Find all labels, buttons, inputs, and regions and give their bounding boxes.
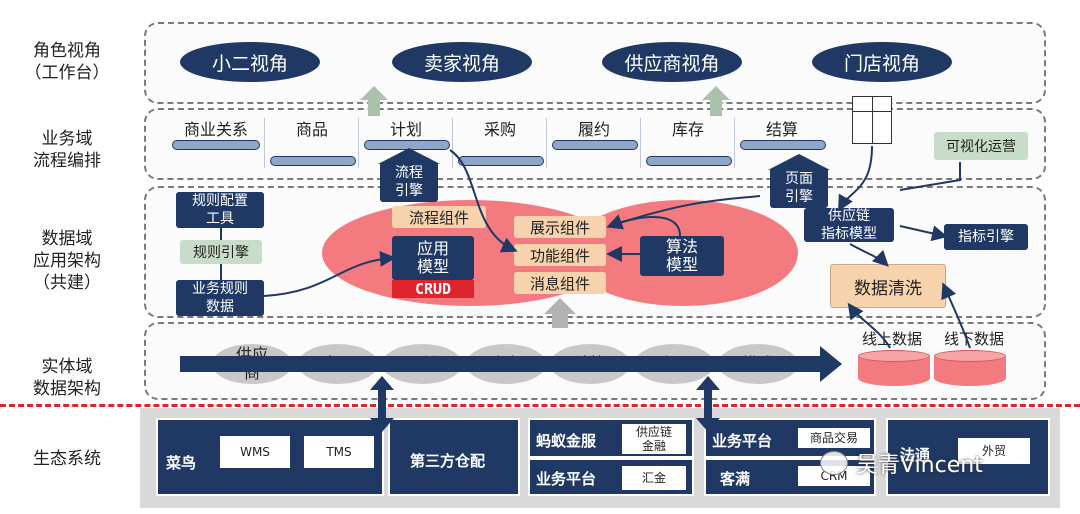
biz-domain-label: 采购	[483, 120, 516, 139]
divider	[546, 118, 547, 168]
third-party-block: 第三方仓配	[388, 418, 520, 496]
online-db-icon	[858, 350, 930, 386]
layer-label-biz: 业务域 流程编排	[33, 129, 101, 171]
tms-box: TMS	[304, 436, 374, 468]
supply-finance-box: 供应链 金融	[622, 424, 686, 454]
page-engine: 页面 引擎	[770, 168, 828, 208]
rule-connector	[220, 228, 396, 297]
rule-config-tool: 规则配置 工具	[176, 192, 264, 228]
biz-domain-item: 商业关系	[170, 116, 262, 168]
biz-domain-item: 结算	[736, 116, 828, 168]
fasong-label: 法通	[900, 446, 931, 464]
biz-domain-label: 商业关系	[183, 120, 248, 139]
cainiao-label: 菜鸟	[166, 454, 197, 472]
biz-domain-item: 采购	[454, 116, 546, 168]
flow-strip-icon	[270, 156, 356, 166]
flow-strip-icon	[646, 156, 732, 166]
third-party-label: 第三方仓配	[410, 452, 486, 470]
chat-icon	[820, 451, 848, 475]
layer-label-role: 角色视角 （工作台）	[24, 41, 110, 83]
flow-curves	[449, 145, 971, 349]
divider	[264, 118, 265, 168]
divider	[734, 118, 735, 168]
divider	[358, 118, 359, 168]
wms-box: WMS	[220, 436, 290, 468]
ant-finance-label: 蚂蚁金服	[536, 432, 597, 450]
biz-domain-label: 履约	[577, 120, 610, 139]
divider	[640, 118, 641, 168]
up-arrow-icon	[544, 298, 576, 328]
kesman-label: 客满	[720, 470, 751, 488]
waimao-box: 外贸	[958, 438, 1030, 464]
watermark: 吴青Vincent	[820, 448, 983, 478]
biz-domain-label: 结算	[765, 120, 798, 139]
flow-strip-icon	[458, 156, 544, 166]
offline-db-icon	[934, 350, 1006, 386]
fasong-block: 法通 外贸	[886, 418, 1050, 496]
huijin-box: 汇金	[622, 466, 686, 490]
biz-domain-item: 履约	[548, 116, 640, 168]
flow-strip-icon	[172, 140, 260, 150]
display-component: 展示组件	[514, 216, 606, 238]
up-arrow-icon	[360, 86, 388, 116]
up-arrow-icon	[702, 86, 730, 116]
biz-domain-label: 计划	[389, 120, 422, 139]
flow-strip-icon	[740, 140, 826, 150]
watermark-text: 吴青Vincent	[856, 453, 983, 478]
data-cleaning: 数据清洗	[830, 264, 946, 308]
window-grid-icon	[852, 96, 892, 144]
flow-component: 流程组件	[392, 206, 486, 228]
biz-platform-1-label: 业务平台	[536, 470, 597, 488]
biz-platform-2-block: 业务平台 商品交易	[704, 418, 876, 458]
visual-ops: 可视化运营	[934, 132, 1028, 160]
kesman-block: 客满 CRM	[704, 458, 876, 496]
double-arrow-icon	[370, 376, 394, 432]
flow-engine: 流程 引擎	[380, 162, 438, 202]
biz-domain-label: 商品	[295, 120, 328, 139]
page-engine-arrow-icon	[768, 154, 830, 170]
role-store: 门店视角	[812, 42, 952, 82]
crud-badge: CRUD	[392, 280, 474, 298]
metric-engine: 指标引擎	[944, 224, 1028, 250]
biz-platform-1-block: 业务平台 汇金	[528, 458, 694, 496]
role-supplier: 供应商视角	[602, 42, 742, 82]
double-arrow-icon	[696, 376, 720, 432]
function-component: 功能组件	[514, 244, 606, 266]
biz-rule-data: 业务规则 数据	[176, 280, 264, 316]
layer-label-eco: 生态系统	[33, 449, 101, 469]
divider	[452, 118, 453, 168]
biz-domain-item: 商品	[266, 116, 358, 168]
product-trade-box: 商品交易	[798, 428, 870, 448]
flow-engine-arrow-icon	[378, 148, 440, 164]
role-seller: 卖家视角	[392, 42, 532, 82]
algo-model: 算法 模型	[640, 236, 724, 276]
ant-finance-block: 蚂蚁金服 供应链 金融	[528, 418, 694, 458]
layer-label-entity: 实体域 数据架构	[33, 357, 101, 399]
rule-engine: 规则引擎	[180, 240, 262, 264]
offline-data-label: 线下数据	[944, 330, 1005, 348]
biz-domain-item: 库存	[642, 116, 734, 168]
supply-chain-metric-model: 供应链 指标模型	[804, 208, 894, 242]
biz-domain-label: 库存	[671, 120, 704, 139]
message-component: 消息组件	[514, 272, 606, 294]
red-divider	[0, 404, 1080, 407]
biz-platform-2-label: 业务平台	[712, 432, 773, 450]
layer-label-data-app: 数据域 应用架构 （共建）	[33, 229, 101, 293]
online-data-label: 线上数据	[862, 330, 923, 348]
role-xiaoer: 小二视角	[180, 42, 320, 82]
cainiao-block: 菜鸟 WMS TMS	[156, 418, 384, 496]
flow-strip-icon	[552, 140, 638, 150]
app-model: 应用 模型	[392, 236, 474, 280]
entity-flow-arrow	[180, 346, 842, 382]
biz-band	[144, 108, 1046, 180]
